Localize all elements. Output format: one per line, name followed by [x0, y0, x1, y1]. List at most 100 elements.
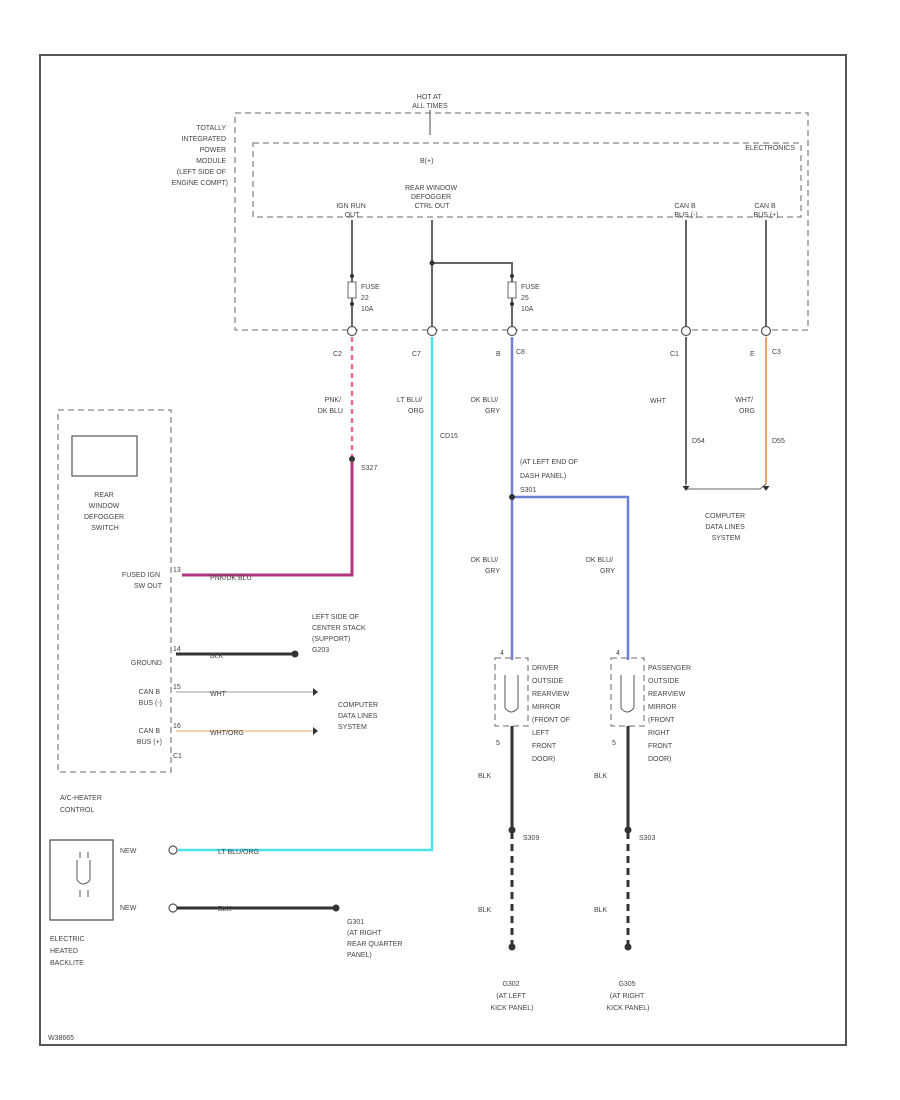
electronics-label: ELECTRONICS: [745, 145, 795, 152]
passenger-mirror-pin-top: 4: [616, 650, 620, 657]
circuit-cd15: CD15: [440, 433, 458, 440]
ac-heater-control-box: [57, 409, 172, 773]
switch-icon: [71, 435, 138, 477]
driver-mirror-pin-top: 4: [500, 650, 504, 657]
can-b-bus-minus-label: CAN B BUS (-): [674, 203, 697, 219]
arrow-wht-canb-icon: [313, 688, 318, 696]
switch-ground-label: GROUND: [131, 660, 162, 667]
fuse-22-label: FUSE 22 10A: [361, 284, 382, 313]
hot-at-all-times-label: HOT AT ALL TIMES: [412, 94, 448, 110]
wire-label-blk-left-2: BLK: [478, 907, 492, 914]
passenger-mirror-pin-bottom: 5: [612, 740, 616, 747]
ac-heater-control-label: A/C-HEATER CONTROL: [60, 795, 104, 814]
defogger-ctrl-out-label: REAR WINDOW DEFOGGER CTRL OUT: [405, 185, 459, 210]
backlite-name: ELECTRIC HEATED BACKLITE: [50, 936, 87, 967]
driver-mirror-box: [494, 657, 529, 727]
wire-label-wht-canb: WHT: [210, 691, 227, 698]
passenger-mirror-name: PASSENGER OUTSIDE REARVIEW MIRROR (FRONT…: [648, 665, 693, 763]
passenger-mirror-heater-icon: [620, 675, 635, 713]
fuse-25-symbol: [507, 281, 517, 299]
switch-pin-16: 16: [173, 723, 181, 730]
switch-pin-c1: C1: [173, 753, 182, 760]
ground-g301-location: G301 (AT RIGHT REAR QUARTER PANEL): [347, 919, 404, 959]
switch-name: REAR WINDOW DEFOGGER SWITCH: [84, 492, 126, 532]
splice-s309-node: [508, 826, 516, 834]
electronics-box: [252, 142, 802, 218]
pin-c3: C3: [772, 349, 781, 356]
can-b-bus-plus-label: CAN B BUS (+): [753, 203, 778, 219]
backlite-connector-top: [168, 845, 178, 855]
driver-mirror-name: DRIVER OUTSIDE REARVIEW MIRROR (FRONT OF…: [532, 665, 572, 763]
ground-g301-node: [332, 904, 340, 912]
tipm-module-box: [234, 112, 809, 331]
pin-b: B: [496, 351, 501, 358]
switch-pin-15: 15: [173, 684, 181, 691]
fuse-25-label: FUSE 25 10A: [521, 284, 542, 313]
backlite-box: [49, 839, 114, 921]
pin-c7: C7: [412, 351, 421, 358]
arrow-canb-plus-icon: [762, 485, 770, 491]
splice-s303: S303: [639, 835, 655, 842]
wire-dk-blu-gry-right: [512, 495, 630, 660]
switch-pin-13: 13: [173, 567, 181, 574]
arrow-wht-org-canb-icon: [313, 727, 318, 735]
wire-label-blk-ground: BLK: [210, 653, 224, 660]
wire-label-pnk-dkblu: PNK/ DK BLU: [318, 397, 343, 415]
ground-g305-location: G305 (AT RIGHT KICK PANEL): [606, 981, 649, 1012]
arrow-canb-minus-icon: [682, 485, 690, 491]
passenger-mirror-box: [610, 657, 645, 727]
wire-label-lt-blu-org: LT BLU/ ORG: [397, 397, 424, 415]
splice-s327: S327: [361, 465, 377, 472]
pin-c8: C8: [516, 349, 525, 356]
wire-label-blk-left-1: BLK: [478, 773, 492, 780]
backlite-term-top: NEW: [120, 848, 137, 855]
splice-s301: S301: [520, 487, 536, 494]
ign-run-out-label: IGN RUN OUT: [336, 203, 368, 219]
wire-lt-blu-org: [178, 337, 434, 852]
heater-grid-icon: [76, 860, 91, 885]
wire-label-wht-org: WHT/ ORG: [735, 397, 755, 415]
driver-mirror-pin-bottom: 5: [496, 740, 500, 747]
driver-mirror-heater-icon: [504, 675, 519, 713]
circuit-d54: D54: [692, 438, 705, 445]
wire-label-blk-backlite: BLK: [218, 906, 232, 913]
ground-g302-node: [508, 943, 516, 951]
switch-fused-ign-out: FUSED IGN SW OUT: [122, 572, 163, 590]
pin-e: E: [750, 351, 755, 358]
diagram-id: W38665: [48, 1035, 74, 1042]
module-inner-id: B(+): [420, 158, 433, 165]
pin-c2: C2: [333, 351, 342, 358]
splice-s301-node: [509, 494, 515, 500]
wire-label-blk-right-1: BLK: [594, 773, 608, 780]
wire-pnk-dkblu-to-switch: [182, 462, 354, 577]
ground-g305-node: [624, 943, 632, 951]
fuse-22-symbol: [347, 281, 357, 299]
wire-label-dk-blu-gry-left: DK BLU/ GRY: [471, 557, 501, 575]
splice-s303-node: [624, 826, 632, 834]
switch-can-b-minus: CAN B BUS (-): [139, 689, 162, 707]
wire-label-lt-blu-org-h: LT BLU/ORG: [218, 849, 259, 856]
ground-g203-location: LEFT SIDE OF CENTER STACK (SUPPORT) G203: [312, 614, 368, 654]
wire-label-blk-right-2: BLK: [594, 907, 608, 914]
switch-can-b-plus: CAN B BUS (+): [137, 728, 162, 746]
wire-label-dk-blu-gry-right: DK BLU/ GRY: [586, 557, 616, 575]
wire-label-dk-blu-gry: DK BLU/ GRY: [471, 397, 501, 415]
switch-pin-14: 14: [173, 646, 181, 653]
splice-s309: S309: [523, 835, 539, 842]
fuse25-internal-wire: [432, 262, 513, 330]
backlite-connector-bottom: [168, 903, 178, 913]
tipm-module-name: TOTALLY INTEGRATED POWER MODULE (LEFT SI…: [172, 125, 228, 187]
ground-g302-location: G302 (AT LEFT KICK PANEL): [490, 981, 533, 1012]
pin-c1: C1: [670, 351, 679, 358]
diagram-frame: [39, 54, 847, 1046]
wire-label-wht: WHT: [650, 398, 667, 405]
wire-label-pnk-dk-blu-h: PNK/DK BLU: [210, 575, 252, 582]
switch-computer-data-lines: COMPUTER DATA LINES SYSTEM: [338, 702, 380, 731]
splice-s327-node: [349, 456, 355, 462]
wire-label-wht-org-canb: WHT/ORG: [210, 730, 244, 737]
ground-g203-node: [291, 650, 299, 658]
circuit-d55: D55: [772, 438, 785, 445]
backlite-term-bottom: NEW: [120, 905, 137, 912]
computer-data-lines-top: COMPUTER DATA LINES SYSTEM: [705, 513, 747, 542]
